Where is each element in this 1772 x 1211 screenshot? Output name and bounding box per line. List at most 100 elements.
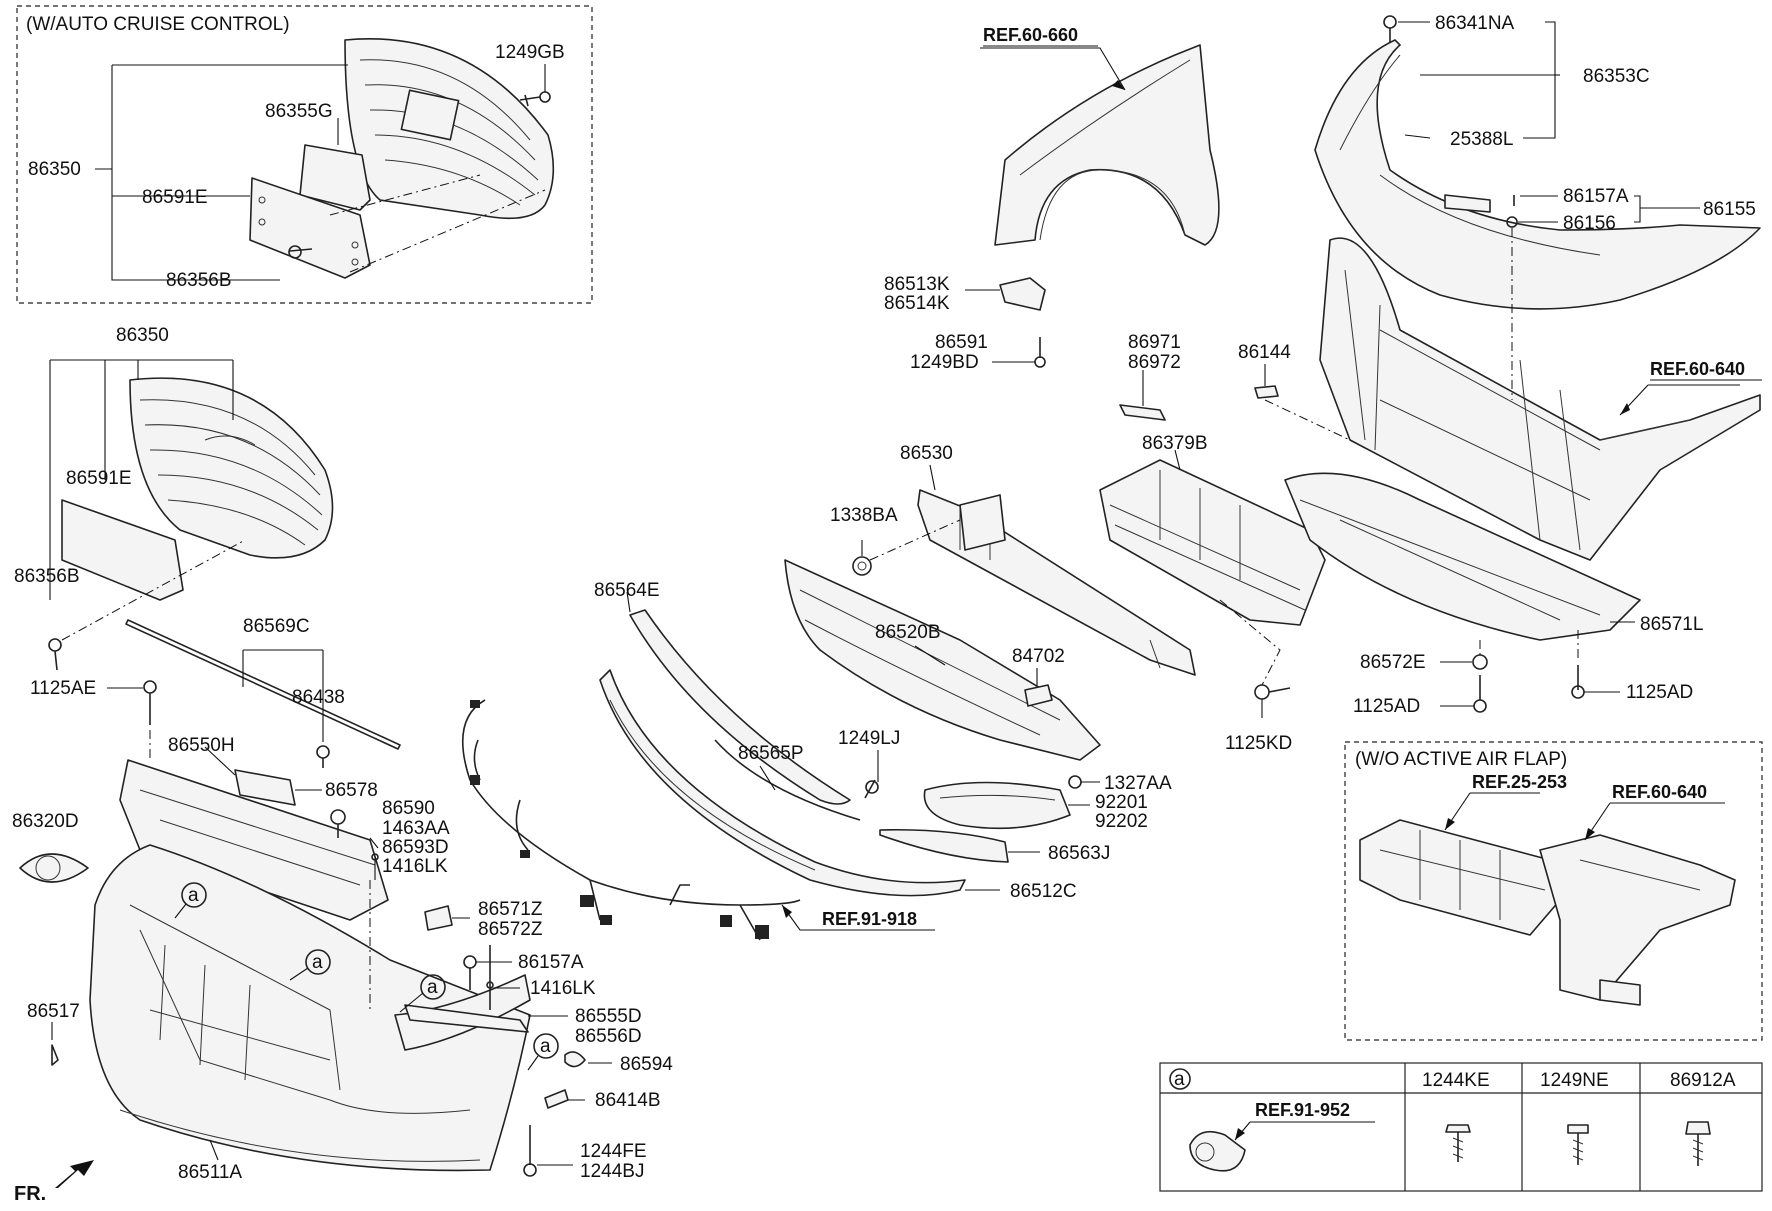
part-label-86972: 86972: [1128, 352, 1181, 373]
absorber-86520b: [784, 559, 1101, 761]
part-label-1125kd: 1125KD: [1225, 733, 1292, 754]
part-label-25388l: 25388L: [1450, 129, 1513, 150]
screw-1249ne-icon: [1567, 1124, 1589, 1165]
part-label-92202: 92202: [1095, 811, 1148, 832]
bolt-1249lj: [864, 779, 879, 799]
bracket-84702: [1024, 684, 1053, 707]
part-label-86157a-b: 86157A: [1563, 186, 1629, 207]
callout-a-2: a: [289, 949, 331, 981]
part-label-86511a: 86511A: [178, 1162, 242, 1183]
part-label-86591e-top: 86591E: [142, 187, 208, 208]
screw-1244ke-icon: [1445, 1124, 1471, 1162]
part-label-86563j: 86563J: [1048, 843, 1110, 864]
part-label-86550h: 86550H: [168, 735, 235, 756]
part-label-86569c: 86569C: [243, 616, 310, 637]
box-active-air-flap-title: (W/O ACTIVE AIR FLAP): [1355, 749, 1567, 770]
sticker-86144: [1254, 385, 1279, 399]
fender-60-660: [994, 44, 1220, 246]
part-label-86590: 86590: [382, 798, 435, 819]
part-label-86555d: 86555D: [575, 1006, 642, 1027]
bracket-86578: [234, 769, 296, 806]
part-label-1125ae: 1125AE: [30, 678, 96, 699]
part-label-86438: 86438: [292, 687, 345, 708]
bolt-1125ae: [143, 680, 157, 725]
part-label-1463aa: 1463AA: [382, 818, 450, 839]
part-label-86572z: 86572Z: [478, 919, 543, 940]
part-label-86512c: 86512C: [1010, 881, 1077, 902]
nut-1338ba: [852, 556, 872, 576]
emblem-86320d: [19, 853, 89, 883]
callout-a-1: a: [174, 882, 207, 919]
part-label-86591: 86591: [935, 332, 988, 353]
callout-letter: a: [540, 1036, 551, 1057]
part-label-86157a-a: 86157A: [518, 952, 584, 973]
wiring-harness-91-918: [462, 699, 801, 941]
part-label-86144: 86144: [1238, 342, 1291, 363]
cover-86563j: [879, 828, 1009, 863]
screw-86912a-icon: [1685, 1121, 1711, 1166]
part-label-86350: 86350: [116, 325, 169, 346]
bumper-bracket-86550h: [119, 759, 389, 921]
part-label-86594: 86594: [620, 1054, 673, 1075]
callout-letter: a: [188, 885, 199, 906]
part-label-86353c: 86353C: [1583, 66, 1650, 87]
table-header-86912a: 86912A: [1670, 1070, 1736, 1091]
part-label-1338ba: 1338BA: [830, 505, 898, 526]
box-auto-cruise-title: (W/AUTO CRUISE CONTROL): [26, 14, 290, 35]
lower-grille-86512c: [599, 669, 966, 897]
callout-a-4: a: [527, 1033, 559, 1071]
clip-86517: [51, 1044, 59, 1066]
beam-86530: [917, 489, 1196, 676]
part-label-86356b: 86356B: [14, 566, 80, 587]
fog-lamp-92201: [923, 781, 1071, 830]
part-label-86571z: 86571Z: [478, 899, 543, 920]
ref-60-640-box-label: REF.60-640: [1612, 782, 1707, 802]
under-cover-86571l: [1284, 472, 1641, 641]
grille-moulding-main: [61, 499, 184, 601]
part-label-86513k: 86513K: [884, 274, 950, 295]
insulator-86971: [1119, 404, 1166, 421]
bolt-86591: [1034, 337, 1046, 368]
part-label-1327aa: 1327AA: [1104, 773, 1172, 794]
part-label-86320d: 86320D: [12, 811, 79, 832]
part-label-1416lk-a: 1416LK: [382, 856, 448, 877]
part-label-86572e: 86572E: [1360, 652, 1426, 673]
lip-trim-86564e: [629, 609, 851, 805]
grille-main: [129, 377, 334, 559]
clip-86590: [330, 809, 346, 838]
screw-86356b-top: [288, 245, 313, 259]
ref-91-918-arrow: [781, 904, 935, 931]
fastener-table: a 1244KE 1249NE 86912A: [1159, 1062, 1763, 1192]
part-label-86593d: 86593D: [382, 837, 449, 858]
part-label-1244fe: 1244FE: [580, 1141, 647, 1162]
lower-trim-86565p: [714, 739, 861, 821]
part-label-86356b-top: 86356B: [166, 270, 232, 291]
part-label-86971: 86971: [1128, 332, 1181, 353]
moulding-strip-86569c: [125, 619, 401, 750]
part-label-86520b: 86520B: [875, 622, 941, 643]
box-auto-cruise-control: (W/AUTO CRUISE CONTROL): [16, 5, 593, 304]
clip-86438: [316, 745, 330, 768]
part-label-1125ad-b: 1125AD: [1626, 682, 1693, 703]
upper-cover-86353c: [1314, 39, 1761, 310]
bracket-86555d: [404, 1004, 529, 1033]
part-label-86155: 86155: [1703, 199, 1756, 220]
clip-86156: [1506, 216, 1518, 228]
ref-60-660-label: REF.60-660: [983, 25, 1078, 45]
washer-86572e: [1472, 654, 1488, 670]
part-label-86514k: 86514K: [884, 293, 950, 314]
part-label-86341na: 86341NA: [1435, 13, 1515, 34]
part-label-86565p: 86565P: [738, 743, 804, 764]
table-header-1249ne: 1249NE: [1540, 1070, 1609, 1091]
ref-91-918-label: REF.91-918: [822, 909, 917, 929]
part-label-86578: 86578: [325, 780, 378, 801]
part-label-86350-top: 86350: [28, 159, 81, 180]
sensor-cap-86594: [564, 1051, 586, 1068]
bolt-1125ad-b: [1571, 665, 1585, 699]
part-label-86591e: 86591E: [66, 468, 132, 489]
part-label-86517: 86517: [27, 1001, 80, 1022]
air-flap-assembly: [1359, 819, 1736, 1006]
part-label-1244bj: 1244BJ: [580, 1161, 644, 1182]
